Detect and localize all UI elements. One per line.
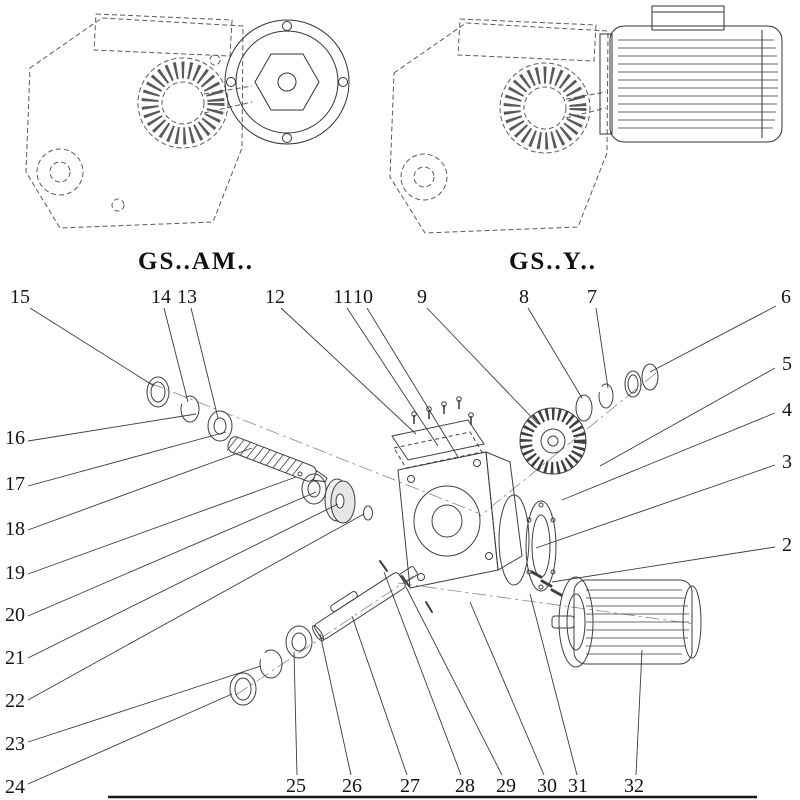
cover-plate bbox=[391, 419, 485, 461]
output-shaft bbox=[312, 566, 418, 642]
leader-line-14 bbox=[163, 307, 189, 403]
leader-line-10 bbox=[366, 307, 459, 458]
leader-line-9 bbox=[426, 307, 539, 425]
leader-line-2 bbox=[551, 546, 776, 583]
output-seal bbox=[229, 672, 257, 706]
worm-shaft bbox=[226, 436, 328, 483]
small-pin bbox=[297, 471, 303, 477]
part-number-27: 27 bbox=[400, 775, 420, 797]
motor-adapter-flange bbox=[498, 494, 557, 592]
leader-line-23 bbox=[27, 665, 262, 743]
part-number-7: 7 bbox=[587, 286, 597, 308]
output-snap-ring bbox=[259, 649, 283, 679]
leader-line-5 bbox=[599, 367, 776, 467]
worm-gear-wheel bbox=[519, 407, 587, 475]
end-rings bbox=[624, 363, 659, 398]
cover-gasket bbox=[393, 431, 483, 469]
leader-line-6 bbox=[649, 305, 777, 373]
gear-snap-ring bbox=[598, 383, 614, 409]
variant-label-gs-am: GS..AM.. bbox=[138, 248, 254, 275]
leader-line-8 bbox=[527, 307, 583, 399]
leader-line-15 bbox=[29, 307, 155, 387]
cover-screws bbox=[411, 396, 474, 425]
part-number-14: 14 bbox=[151, 286, 171, 308]
part-number-31: 31 bbox=[568, 775, 588, 797]
leader-line-32 bbox=[635, 649, 643, 776]
part-number-4: 4 bbox=[782, 399, 792, 421]
leader-line-20 bbox=[27, 491, 317, 617]
part-number-11: 11 bbox=[333, 286, 353, 308]
thrust-disc bbox=[324, 478, 356, 524]
leader-line-30 bbox=[469, 601, 545, 776]
centerlines bbox=[149, 372, 696, 696]
housing-screws bbox=[379, 560, 433, 613]
leader-line-28 bbox=[383, 571, 462, 776]
leader-line-12 bbox=[280, 307, 417, 435]
part-number-29: 29 bbox=[496, 775, 516, 797]
leader-line-7 bbox=[595, 307, 609, 389]
part-number-16: 16 bbox=[5, 427, 25, 449]
part-number-9: 9 bbox=[417, 286, 427, 308]
leader-line-17 bbox=[27, 431, 227, 487]
part-number-18: 18 bbox=[5, 518, 25, 540]
small-ring bbox=[363, 505, 373, 521]
variant-label-gs-y: GS..Y.. bbox=[508, 248, 598, 275]
worm-bearing bbox=[301, 473, 327, 505]
leader-line-13 bbox=[190, 307, 219, 419]
part-number-8: 8 bbox=[519, 286, 529, 308]
gear-housing bbox=[397, 451, 523, 589]
part-number-25: 25 bbox=[286, 775, 306, 797]
part-number-17: 17 bbox=[5, 473, 25, 495]
leader-line-26 bbox=[319, 633, 352, 776]
exploded-view-drawing bbox=[146, 363, 702, 706]
part-number-10: 10 bbox=[353, 286, 373, 308]
snap-ring-input bbox=[180, 395, 200, 423]
input-bearing bbox=[207, 410, 233, 442]
leader-line-21 bbox=[27, 503, 339, 659]
leader-line-27 bbox=[351, 615, 408, 776]
leader-line-11 bbox=[346, 307, 439, 447]
leader-line-24 bbox=[27, 693, 233, 785]
leader-line-16 bbox=[27, 413, 197, 442]
input-seal bbox=[146, 376, 170, 408]
leader-line-29 bbox=[405, 586, 503, 776]
part-number-13: 13 bbox=[177, 286, 197, 308]
leader-line-31 bbox=[529, 593, 578, 776]
leader-line-18 bbox=[27, 447, 253, 531]
part-number-23: 23 bbox=[5, 733, 25, 755]
output-flange-drawing bbox=[224, 19, 350, 145]
gearbox-am-drawing bbox=[25, 13, 350, 229]
flange-bolts bbox=[530, 570, 563, 597]
output-bearing bbox=[285, 625, 313, 659]
part-number-3: 3 bbox=[782, 451, 792, 473]
part-number-24: 24 bbox=[5, 776, 25, 798]
part-number-30: 30 bbox=[537, 775, 557, 797]
gear-shim bbox=[575, 394, 593, 422]
part-number-20: 20 bbox=[5, 604, 25, 626]
motor-drawing bbox=[599, 5, 783, 143]
leader-line-22 bbox=[27, 513, 365, 701]
part-number-32: 32 bbox=[624, 775, 644, 797]
part-number-2: 2 bbox=[782, 534, 792, 556]
part-number-19: 19 bbox=[5, 562, 25, 584]
part-number-22: 22 bbox=[5, 690, 25, 712]
gearbox-y-drawing bbox=[389, 5, 783, 234]
part-number-12: 12 bbox=[265, 286, 285, 308]
leader-line-19 bbox=[27, 476, 297, 575]
leader-lines-layer bbox=[27, 305, 777, 785]
part-number-21: 21 bbox=[5, 647, 25, 669]
part-number-5: 5 bbox=[782, 353, 792, 375]
part-number-15: 15 bbox=[10, 286, 30, 308]
part-number-6: 6 bbox=[781, 286, 791, 308]
leader-line-3 bbox=[535, 464, 776, 549]
exploded-motor bbox=[551, 576, 702, 668]
leader-line-4 bbox=[561, 412, 776, 501]
leader-line-25 bbox=[293, 651, 298, 776]
part-number-28: 28 bbox=[455, 775, 475, 797]
part-number-26: 26 bbox=[342, 775, 362, 797]
